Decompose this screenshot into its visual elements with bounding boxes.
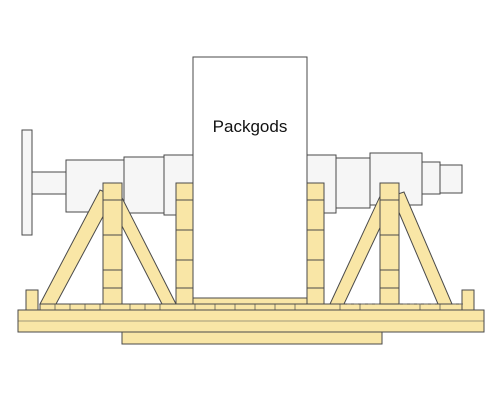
shaft-segment-2 [123,156,165,214]
box-base-strip [192,297,308,305]
post-right [379,182,400,305]
shaft-stub-right [439,164,463,194]
end-block-left [25,289,39,311]
deck-marks [54,304,441,310]
shaft [21,129,463,236]
packgods-box [192,56,308,302]
shaft-segment-7 [421,161,441,195]
skid-board [121,331,383,345]
trestle-left [39,182,194,305]
post-right-center [306,182,325,305]
shaft-segment-5 [335,157,371,209]
brace-right-inner [391,191,453,305]
trestle-right [306,182,453,305]
post-left-center [175,182,194,305]
end-block-right [461,289,475,311]
shaft-stub-left [31,171,69,195]
post-left [102,182,123,305]
deck-board [39,303,465,311]
box-label: Packgods [213,117,288,136]
shaft-flange [21,129,33,236]
